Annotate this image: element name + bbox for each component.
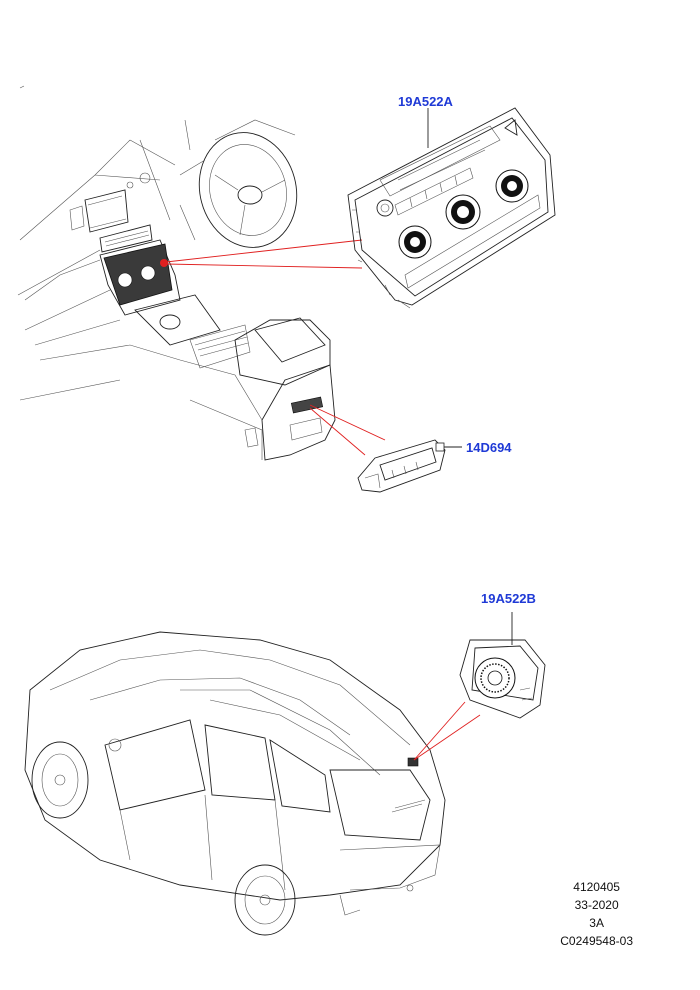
illustration-number: 4120405: [573, 880, 620, 894]
rear-climate-control-drawing: [459, 639, 546, 719]
rear-unit-location: [407, 757, 419, 767]
group-code: 33-2020: [574, 898, 619, 912]
rear-wheel: [234, 864, 296, 936]
rear-climate-switch-drawing: [357, 439, 446, 493]
rear-switch-location: [289, 396, 324, 441]
front-panel-location: [103, 243, 173, 306]
callout-front-climate-control[interactable]: 19A522A: [398, 94, 453, 109]
vehicle-exterior-drawing: [24, 631, 446, 936]
corner-mark: [19, 85, 25, 89]
front-wheel: [31, 741, 89, 819]
catalog-code: C0249548-03: [560, 934, 633, 948]
subgroup-code: 3A: [589, 916, 604, 930]
vehicle-interior-drawing: [17, 119, 336, 461]
front-climate-control-drawing: [347, 107, 556, 309]
knob-center: [445, 194, 481, 230]
callout-rear-climate-switch[interactable]: 14D694: [466, 440, 512, 455]
drawing-reference-block: 4120405 33-2020 3A C0249548-03: [560, 878, 633, 950]
knob-left: [398, 225, 432, 259]
knob-right: [495, 169, 529, 203]
callout-rear-climate-control[interactable]: 19A522B: [481, 591, 536, 606]
